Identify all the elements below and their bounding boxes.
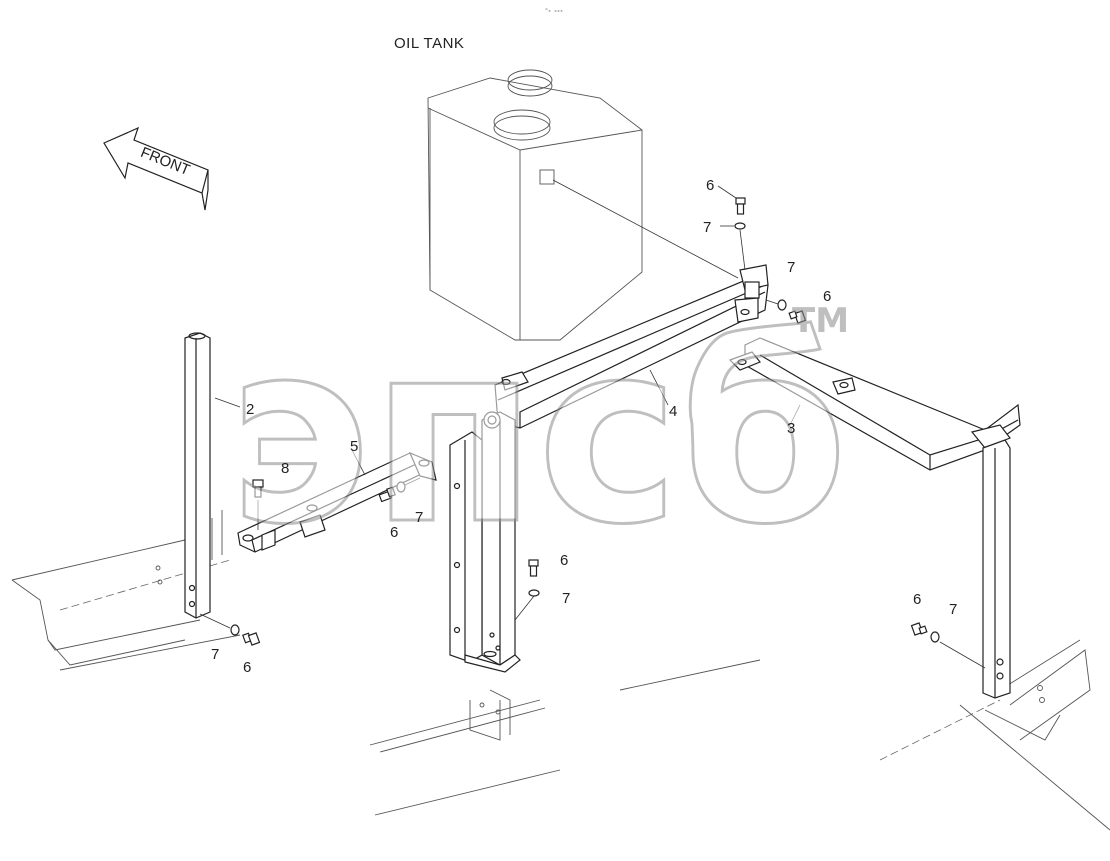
part-2-left-post (155, 332, 211, 619)
label-part-6f: 6 (913, 591, 921, 608)
bolt-right-icon (788, 310, 807, 324)
fasteners (199, 197, 986, 669)
part-labels: 2 3 4 5 8 6 7 7 6 7 6 6 7 7 6 6 7 (211, 177, 957, 676)
header-code: ᵐ₀ ₀₀₀ (545, 8, 563, 14)
part-5-bracket (237, 451, 437, 553)
label-part-6d: 6 (560, 552, 568, 569)
callout-leaders (214, 185, 801, 476)
label-part-5: 5 (350, 438, 358, 455)
svg-text:TM: TM (792, 301, 849, 341)
label-part-7e: 7 (211, 646, 219, 663)
label-part-6c: 6 (390, 524, 398, 541)
label-part-6b: 6 (823, 288, 831, 305)
bolt-right-low-icon (910, 622, 928, 636)
label-part-7f: 7 (949, 601, 957, 618)
washer-right-low-icon (930, 631, 940, 643)
washer-top-icon (734, 222, 746, 230)
part-3-right-frame (728, 337, 1021, 699)
bolt-mid-icon (378, 486, 396, 503)
oil-tank-title: OIL TANK (394, 35, 464, 52)
chassis-outline (11, 510, 1110, 831)
label-part-7a: 7 (703, 219, 711, 236)
oil-tank (427, 69, 739, 341)
label-part-4: 4 (669, 403, 677, 420)
washer-post-icon (528, 589, 540, 597)
washer-left-icon (230, 624, 240, 636)
label-part-7b: 7 (787, 259, 795, 276)
label-part-7c: 7 (415, 509, 423, 526)
bolt-left-icon (242, 632, 261, 646)
svg-text:эпсб: эпсб (228, 288, 848, 579)
label-part-6e: 6 (243, 659, 251, 676)
label-part-7d: 7 (562, 590, 570, 607)
label-part-2: 2 (246, 401, 254, 418)
part-4-main-frame (449, 264, 769, 673)
washer-right-icon (777, 299, 787, 311)
bolt-top-icon (735, 197, 746, 215)
label-part-8: 8 (281, 460, 289, 477)
watermark: эпсб TM (227, 287, 850, 581)
label-part-3: 3 (787, 420, 795, 437)
label-part-6a: 6 (706, 177, 714, 194)
washer-mid-icon (396, 481, 406, 493)
front-arrow-icon: FRONT (103, 126, 209, 211)
bolt-8-icon (252, 479, 264, 498)
bolt-post-icon (528, 559, 539, 577)
